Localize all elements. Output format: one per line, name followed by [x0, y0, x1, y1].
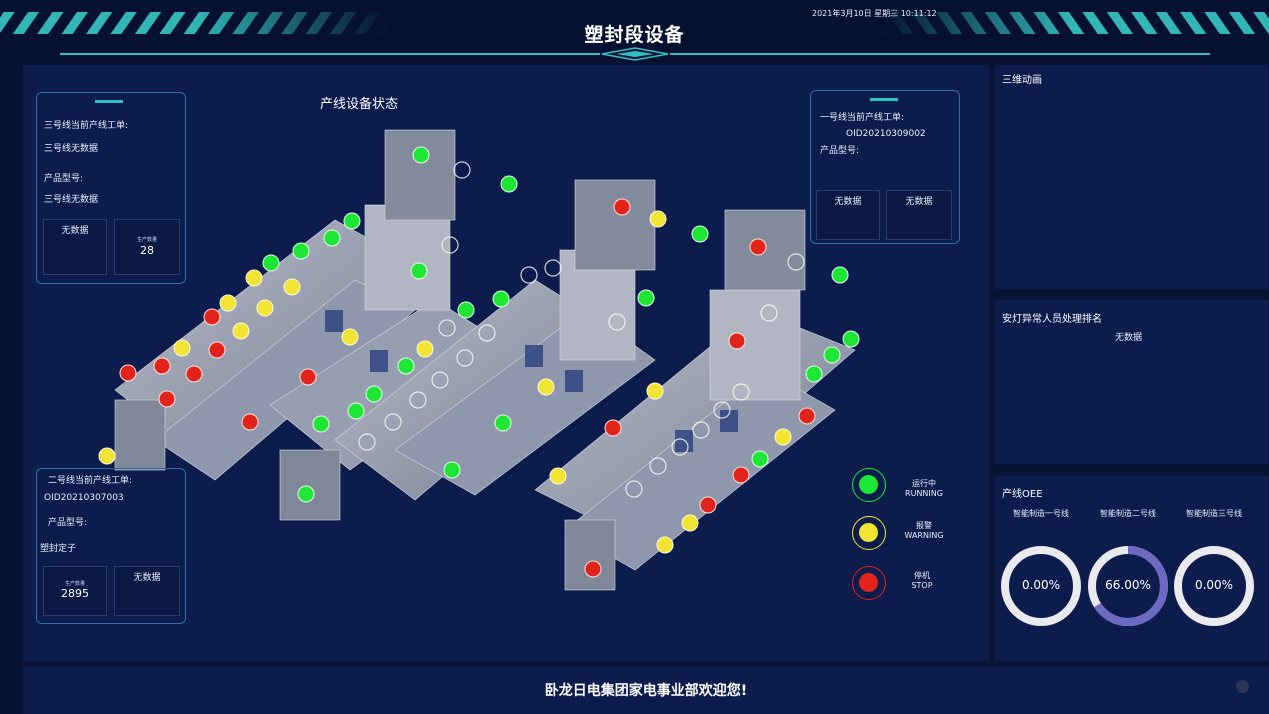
andon-title: 安灯异常人员处理排名: [1002, 314, 1102, 325]
main-title: 产线设备状态: [320, 97, 399, 112]
line3-count-box: [114, 219, 180, 275]
stop-icon: [859, 573, 878, 592]
line2-order-value: OID20210307003: [44, 493, 124, 503]
settings-icon[interactable]: [1236, 680, 1249, 693]
legend-running-ring: [852, 468, 886, 502]
legend-warning-ring: [852, 516, 886, 550]
line3-count-label: 生产数量: [136, 237, 157, 243]
line2-model-value: 塑封定子: [40, 544, 77, 554]
line3-status-box: [43, 219, 107, 275]
line3-status-text: 无数据: [61, 226, 89, 236]
line1-status-box-2: [886, 190, 952, 240]
footer-bar: [23, 667, 1269, 714]
line1-status-box-1: [816, 190, 880, 240]
line2-count-box: [43, 566, 107, 616]
running-icon: [859, 475, 878, 494]
datetime: 2021年3月10日 星期三 10:11:12: [812, 9, 937, 18]
warning-icon: [859, 523, 878, 542]
line1-info-card: [810, 90, 960, 244]
line1-status-text-2: 无数据: [905, 197, 933, 207]
oee-gauge-3: [1174, 546, 1254, 626]
animation-title: 三维动画: [1002, 75, 1042, 86]
header-stripes-left: [0, 12, 390, 34]
gauge-label-2: 智能制造二号线: [1100, 509, 1156, 518]
line3-model-value: 三号线无数据: [44, 195, 99, 205]
gauge-value-1: 0.00%: [1021, 578, 1061, 592]
line2-order-label: 二号线当前产线工单:: [48, 476, 133, 486]
oee-panel: [995, 476, 1268, 661]
header-diamond-icon: [601, 47, 669, 61]
line3-model-label: 产品型号:: [44, 174, 84, 184]
legend-stop-ring: [852, 566, 886, 600]
header-line-left: [60, 53, 600, 55]
line2-count-label: 生产数量: [64, 581, 85, 587]
header-line-right: [670, 53, 1210, 55]
gauge-label-3: 智能制造三号线: [1186, 509, 1242, 518]
line2-info-card: [36, 468, 186, 624]
page-title: 塑封段设备: [584, 24, 685, 46]
line2-count-value: 2895: [61, 587, 89, 600]
card-accent: [870, 98, 898, 101]
oee-gauge-1: [1001, 546, 1081, 626]
andon-value: 无数据: [1115, 333, 1143, 343]
header-stripes-right: [878, 12, 1269, 34]
line3-count-value: 28: [140, 244, 154, 257]
line3-order-label: 三号线当前产线工单:: [44, 121, 129, 131]
card-accent: [95, 100, 123, 103]
gauge-value-3: 0.00%: [1194, 578, 1234, 592]
gauge-value-2: 66.00%: [1105, 578, 1151, 592]
andon-panel: [995, 300, 1268, 464]
line1-order-value: OID20210309002: [846, 129, 926, 139]
line2-status-text: 无数据: [133, 573, 161, 583]
footer-welcome-text: 卧龙日电集团家电事业部欢迎您!: [544, 683, 748, 699]
line2-status-box: [114, 566, 180, 616]
line1-status-text-1: 无数据: [834, 197, 862, 207]
line3-order-value: 三号线无数据: [44, 144, 99, 154]
gauge-label-1: 智能制造一号线: [1013, 509, 1069, 518]
line3-info-card: [36, 92, 186, 284]
production-line-3d-icon: [98, 129, 860, 591]
animation-panel: [995, 65, 1268, 289]
line1-model-label: 产品型号:: [820, 146, 860, 156]
line1-order-label: 一号线当前产线工单:: [820, 113, 905, 123]
line2-model-label: 产品型号:: [48, 518, 88, 528]
oee-gauge-2: [1088, 546, 1168, 626]
oee-title: 产线OEE: [1002, 489, 1043, 500]
